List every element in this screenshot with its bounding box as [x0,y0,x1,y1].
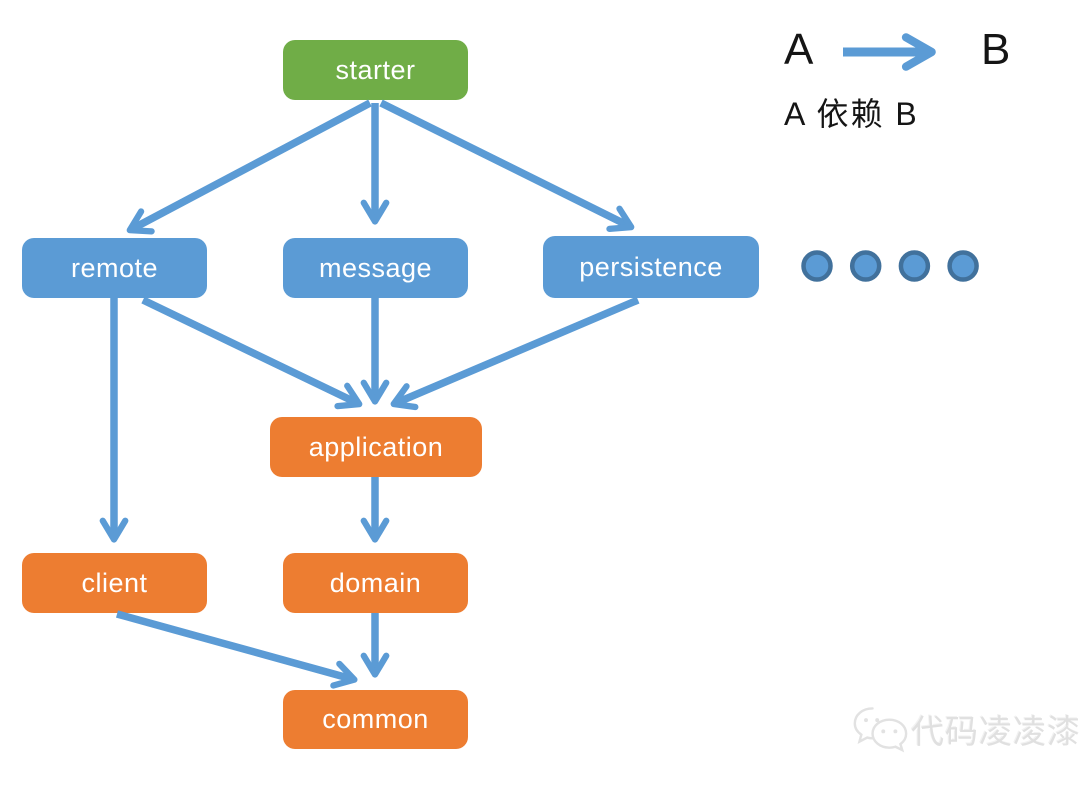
node-persistence-label: persistence [579,251,723,282]
legend-label-a: A [784,25,814,74]
ellipsis-dot [849,250,882,282]
node-message: message [283,238,468,298]
node-client: client [22,553,207,613]
edge-client-common [116,610,358,689]
edge-starter-remote [126,99,372,235]
node-starter-label: starter [335,54,416,85]
wechat-icon [853,707,908,753]
ellipsis-dot [801,250,833,282]
node-application-label: application [308,431,444,462]
legend-label-b: B [981,25,1011,74]
edge-remote-application [141,296,363,410]
node-message-label: message [318,252,433,283]
node-application: application [270,417,482,477]
ellipsis-dots [801,250,979,282]
node-domain-label: domain [329,567,422,598]
watermark: 代码凌凌漆 [852,704,1080,754]
node-domain: domain [283,553,468,613]
ellipsis-dot [947,250,979,282]
node-remote: remote [22,238,207,298]
edge-persistence-application [390,296,640,411]
ellipsis-dot [898,250,931,282]
legend-caption: A 依赖 B [784,96,919,132]
watermark-text: 代码凌凌漆 [911,713,1080,750]
node-common-label: common [322,704,429,734]
node-client-label: client [81,567,148,598]
edge-starter-persistence [379,99,635,232]
node-common: common [283,690,468,749]
node-remote-label: remote [70,252,159,283]
node-persistence: persistence [543,236,759,298]
node-starter: starter [283,40,468,100]
